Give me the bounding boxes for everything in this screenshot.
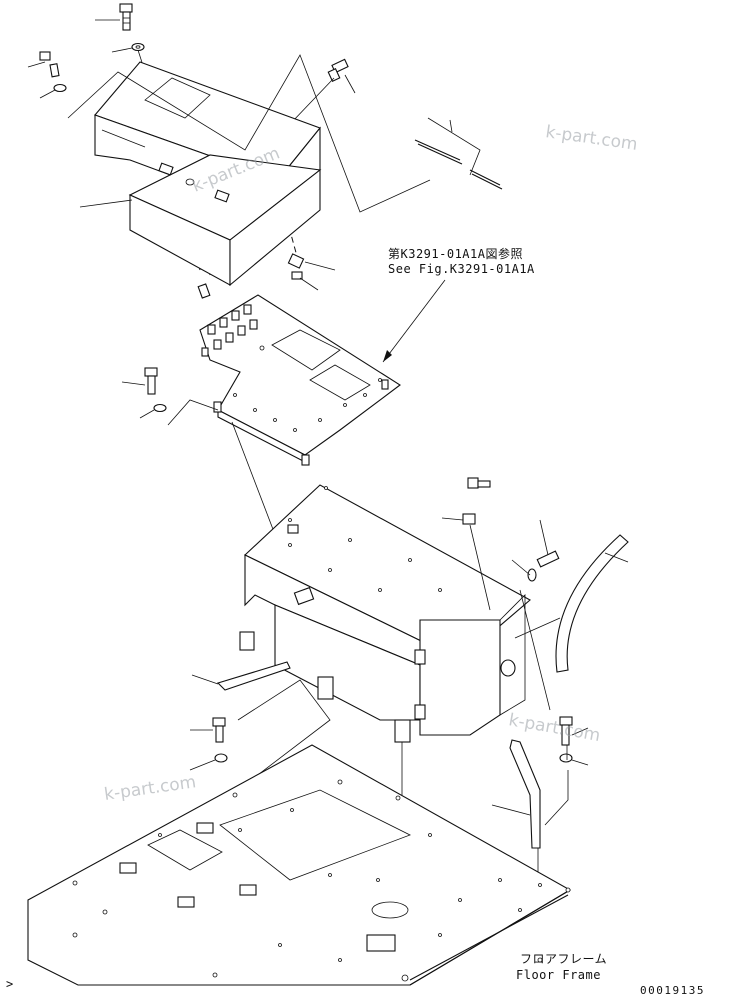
right-nut — [441, 513, 491, 611]
top-right-fitting — [327, 58, 356, 94]
left-washer — [39, 83, 67, 99]
reference-leader — [382, 279, 446, 363]
lower-left-washer — [189, 753, 228, 771]
mid-washer — [139, 403, 167, 419]
lower-left-bolt — [190, 717, 226, 743]
curved-trim — [555, 534, 629, 673]
watermark-1: k-part.com — [544, 122, 638, 155]
watermark-3: k-part.com — [507, 710, 602, 746]
right-bolt-top — [467, 477, 491, 489]
bracket-washer — [500, 659, 516, 677]
lower-right-washer — [559, 753, 589, 766]
top-cover — [79, 61, 322, 287]
corner-mark: > — [6, 977, 14, 991]
control-panel-plate — [197, 283, 401, 466]
floor-label-jp: フロアフレーム — [520, 952, 607, 966]
small-plate — [414, 117, 503, 190]
floor-label-en: Floor Frame — [516, 968, 601, 982]
left-bracket-arm — [191, 661, 291, 691]
watermark-4: k-part.com — [103, 772, 197, 805]
panel-switches — [207, 304, 258, 350]
side-bolt — [511, 519, 560, 582]
mid-bolt — [121, 367, 158, 395]
left-bolt — [27, 51, 60, 78]
top-bolt-1 — [95, 3, 133, 31]
reference-arrowhead — [383, 350, 392, 362]
floor-frame — [27, 744, 572, 986]
top-washer-1 — [111, 42, 145, 53]
reference-en: See Fig.K3291-01A1A — [388, 262, 535, 276]
support-stay — [491, 739, 569, 849]
lower-right-bolt — [559, 716, 589, 746]
console-box — [239, 484, 531, 743]
small-bracket — [287, 253, 336, 291]
reference-jp: 第K3291-01A1A図参照 — [388, 246, 523, 261]
drawing-code: 00019135 — [640, 984, 705, 996]
